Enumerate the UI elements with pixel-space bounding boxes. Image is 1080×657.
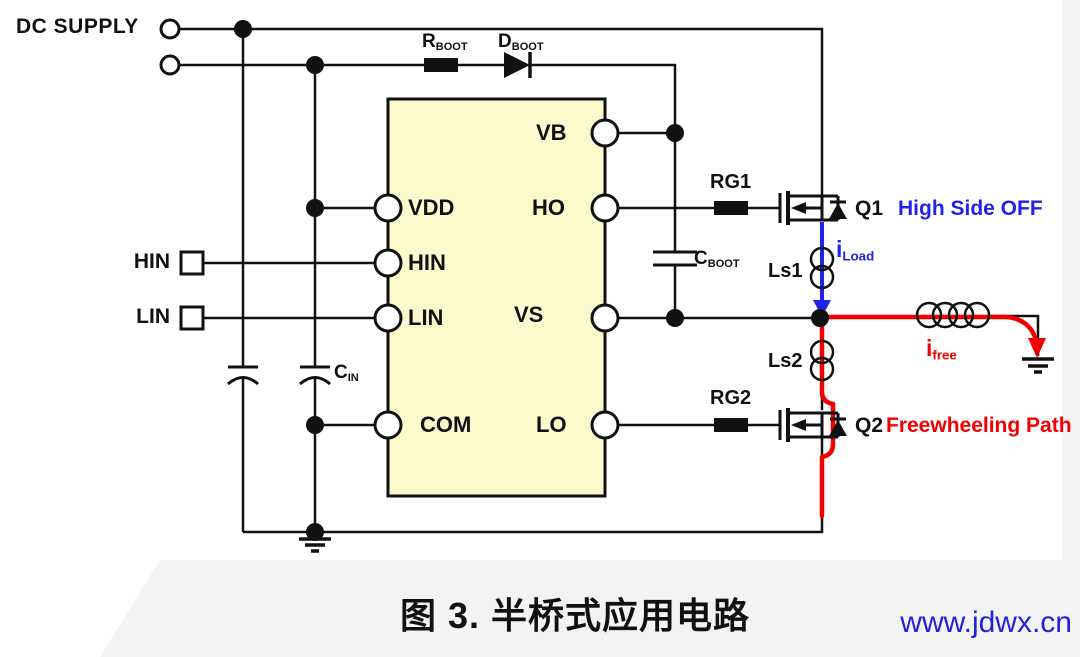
q2-mosfet (778, 408, 847, 442)
junction-dot (306, 56, 324, 74)
pin-com (373, 410, 403, 440)
q2-label: Q2 (855, 414, 884, 437)
dboot-label: DBOOT (498, 32, 544, 54)
pin-vs (590, 303, 620, 333)
pin-label-lo: LO (536, 412, 567, 437)
rg1-resistor (714, 201, 748, 215)
freewheel-path (817, 314, 1039, 519)
rg2-resistor (714, 418, 748, 432)
ls1-label: Ls1 (768, 260, 803, 282)
cin-label: CIN (334, 363, 359, 385)
switch-node-dot (811, 309, 829, 327)
rboot-label-sub: BOOT (435, 41, 468, 54)
junction-dot (234, 20, 252, 38)
background-right-strip (1062, 0, 1080, 657)
dboot-diode (504, 52, 532, 78)
junction-dot (666, 124, 684, 142)
top-rail-wire (179, 27, 824, 196)
pin-label-hin: HIN (408, 250, 446, 275)
rg1-label: RG1 (710, 171, 752, 193)
ground-symbol-right (1022, 357, 1054, 374)
supply-terminal-bottom (159, 54, 181, 76)
cboot-label-sub: BOOT (707, 258, 740, 271)
pin-label-vs: VS (514, 302, 544, 327)
dc-supply-label: DC SUPPLY (16, 15, 139, 38)
ifree-label: ifree (926, 336, 957, 363)
q1-mosfet (778, 191, 847, 225)
lin-input-label: LIN (136, 305, 170, 328)
junction-dot (306, 199, 324, 217)
pin-vb (590, 118, 620, 148)
pin-label-com: COM (420, 412, 472, 437)
cboot-label: CBOOT (694, 249, 740, 271)
watermark-url: www.jdwx.cn (900, 606, 1072, 639)
load-return-wire (988, 314, 1040, 356)
hin-terminal (179, 250, 205, 276)
pin-lo (590, 410, 620, 440)
cboot-label-main: C (694, 248, 708, 269)
rboot-label-main: R (422, 31, 436, 52)
cin-capacitor (299, 365, 331, 386)
ls1-inductor (809, 246, 835, 290)
cin-label-main: C (334, 362, 348, 383)
rg2-label: RG2 (710, 387, 752, 409)
pin-label-lin: LIN (408, 305, 444, 330)
load-inductor (915, 301, 991, 329)
rboot-resistor (424, 58, 458, 72)
cin-label-sub: IN (347, 372, 359, 385)
high-side-off-label: High Side OFF (898, 197, 1043, 220)
junction-dot (666, 309, 684, 327)
pin-label-vdd: VDD (408, 195, 455, 220)
dboot-label-main: D (498, 31, 512, 52)
pin-vdd (373, 193, 403, 223)
pin-hin (373, 248, 403, 278)
iload-label-main: i (836, 236, 843, 262)
ic-body (386, 97, 607, 498)
figure-caption: 图 3. 半桥式应用电路 (399, 595, 751, 636)
background-bottom-strip (100, 560, 1080, 657)
supply-terminal-top (159, 18, 181, 40)
left-capacitor (227, 365, 259, 386)
pin-label-ho: HO (532, 195, 565, 220)
freewheeling-path-label: Freewheeling Path (886, 414, 1072, 437)
iload-label-sub: Load (842, 248, 875, 264)
iload-label: iLoad (836, 237, 874, 264)
ls2-inductor (809, 339, 835, 382)
dboot-label-sub: BOOT (511, 41, 544, 54)
rboot-label: RBOOT (422, 32, 468, 54)
cboot-capacitor (653, 250, 697, 267)
ls2-label: Ls2 (768, 350, 803, 372)
q1-label: Q1 (855, 197, 884, 220)
lin-terminal (179, 305, 205, 331)
pin-lin (373, 303, 403, 333)
ifree-arrow (1028, 338, 1046, 358)
pin-label-vb: VB (536, 120, 567, 145)
pin-ho (590, 193, 620, 223)
ifree-label-main: i (926, 335, 933, 361)
bootstrap-rail-wire (179, 63, 677, 318)
junction-dot (306, 523, 324, 541)
hin-input-label: HIN (133, 250, 170, 273)
junction-dot (306, 416, 324, 434)
ifree-label-sub: free (932, 347, 957, 363)
